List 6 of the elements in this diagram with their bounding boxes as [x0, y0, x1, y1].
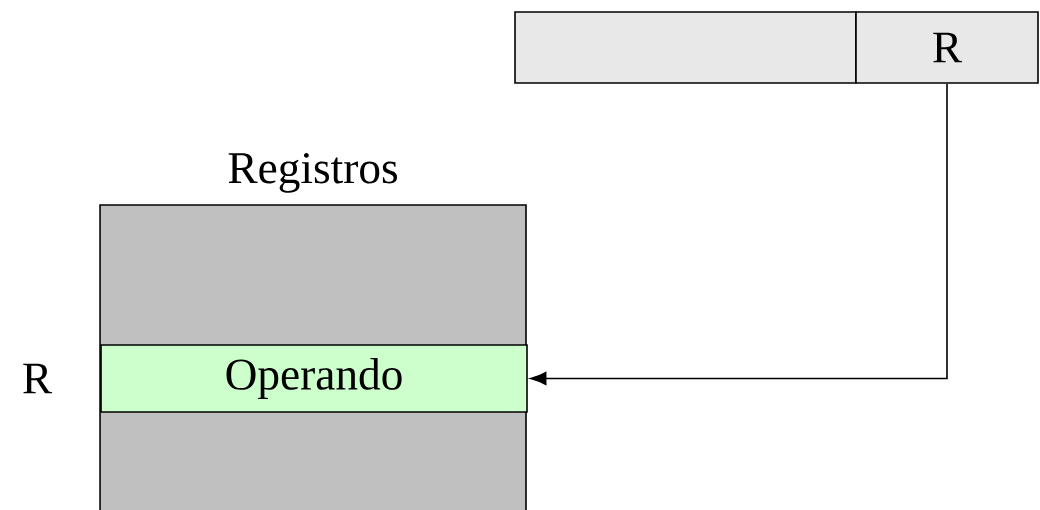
beside-label: R: [23, 363, 53, 394]
instruction-field: R: [855, 11, 1039, 84]
node-label: Registros: [228, 152, 397, 193]
register-field: Operando: [100, 344, 528, 413]
arrow: [530, 83, 948, 386]
field-box: [514, 11, 857, 84]
